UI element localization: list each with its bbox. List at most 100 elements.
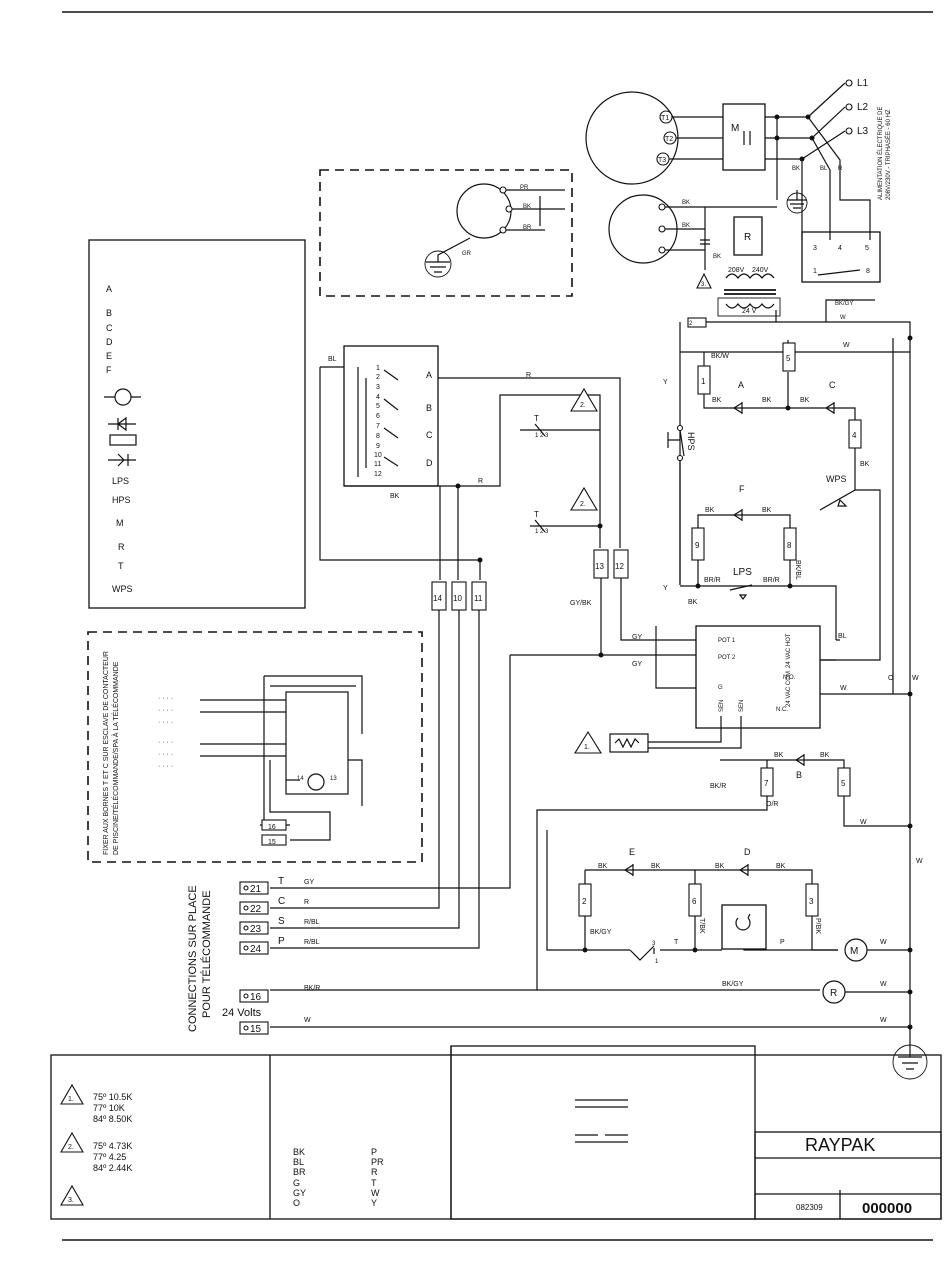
svg-text:9: 9 [695,541,700,550]
svg-text:BK: BK [651,863,661,870]
svg-text:75º 10.5K: 75º 10.5K [93,1092,132,1102]
svg-text:W: W [304,1017,311,1024]
svg-text:7: 7 [764,779,769,788]
svg-text:T: T [674,939,679,946]
sensor-thermistor [609,733,649,753]
svg-text:BR: BR [523,225,532,231]
svg-text:5: 5 [376,403,380,410]
legend-relay-icon [109,434,137,446]
svg-text:5: 5 [865,245,869,252]
diode-d [738,863,749,877]
svg-text:P: P [371,1147,377,1157]
diode-f [732,508,743,522]
svg-text:T/BK: T/BK [698,918,705,934]
svg-text:E: E [629,847,635,857]
svg-text:B: B [106,308,112,318]
svg-text:SEN: SEN [739,700,745,712]
svg-text:M: M [116,518,124,528]
diode-a [732,401,743,415]
legend-led-icon [108,416,136,432]
svg-text:C: C [278,896,285,907]
svg-text:T: T [118,561,124,571]
svg-text:14: 14 [433,594,442,603]
svg-text:1: 1 [701,377,706,386]
svg-text:1 2 3: 1 2 3 [535,433,549,439]
svg-text:N.C.: N.C. [776,707,788,713]
field-connections-2: POUR TÉLÉCOMMANDE [200,890,213,1018]
contactor-m [722,103,766,171]
svg-text:7: 7 [376,423,380,430]
svg-text:C: C [106,323,113,333]
svg-text:BK: BK [715,863,725,870]
svg-text:BL: BL [328,356,337,363]
svg-text:2: 2 [689,321,693,327]
brand-name: RAYPAK [805,1135,875,1155]
svg-text:BK/GY: BK/GY [835,301,853,307]
remote-dashed-box [87,631,423,863]
svg-text:15: 15 [250,1024,262,1035]
svg-text:R: R [830,988,837,999]
svg-text:· · · ·: · · · · [158,739,173,746]
controller-board [695,625,821,729]
svg-text:11: 11 [374,461,381,468]
relay-boxes: 13 12 14 10 11 [431,549,629,611]
svg-text:T: T [278,876,284,887]
svg-text:· · · ·: · · · · [158,707,173,714]
svg-text:GY: GY [293,1188,306,1198]
svg-text:F: F [106,365,112,375]
svg-text:C: C [829,380,836,390]
svg-text:HPS: HPS [686,432,696,451]
svg-text:77º 4.25: 77º 4.25 [93,1152,126,1162]
svg-text:BK: BK [776,863,786,870]
transformer-208: 208V [728,267,745,274]
svg-text:13: 13 [595,562,604,571]
svg-text:P: P [780,939,785,946]
svg-text:PR: PR [520,185,529,191]
svg-text:R: R [838,166,843,172]
svg-text:R: R [118,542,125,552]
svg-text:R/BL: R/BL [304,919,320,926]
svg-text:5: 5 [841,779,846,788]
svg-text:4: 4 [376,394,380,401]
svg-text:WPS: WPS [826,474,847,484]
svg-text:1: 1 [813,268,817,275]
svg-text:84º 8.50K: 84º 8.50K [93,1114,132,1124]
remote-note-1: FIXER AUX BORNES T ET C SUR ESCLAVE DE C… [103,651,110,855]
svg-text:GY: GY [632,634,642,641]
svg-text:12: 12 [374,471,382,478]
switch-a: A [426,370,432,380]
svg-text:· · · ·: · · · · [158,719,173,726]
svg-text:WPS: WPS [112,584,133,594]
svg-text:11: 11 [474,594,483,603]
terminal-21: 21 T GY [239,876,314,895]
relay-r [733,216,763,256]
svg-text:9: 9 [376,443,380,450]
svg-text:BK: BK [598,863,608,870]
wire-color-code: BK BL BR G GY O P PR R T W Y [293,1147,384,1208]
svg-text:BK/R: BK/R [710,783,726,790]
svg-text:G: G [293,1178,300,1188]
svg-text:BK: BK [523,204,531,210]
svg-text:BR: BR [293,1167,306,1177]
drawing-number: 000000 [862,1200,912,1217]
svg-text:GY: GY [304,879,314,886]
svg-text:23: 23 [250,924,262,935]
svg-text:10: 10 [453,594,462,603]
line-l3: L3 [857,126,869,137]
svg-text:16: 16 [268,824,276,831]
svg-text:· · · ·: · · · · [158,751,173,758]
svg-text:· · · ·: · · · · [158,695,173,702]
terminal-16: 16 BK/R [239,985,320,1003]
svg-text:E: E [106,351,112,361]
svg-text:BL: BL [820,166,828,172]
svg-text:T1: T1 [661,115,669,122]
svg-text:77º 10K: 77º 10K [93,1103,125,1113]
svg-text:15: 15 [268,839,276,846]
svg-text:BR/R: BR/R [704,577,721,584]
terminal-block [801,231,881,283]
svg-text:6: 6 [376,413,380,420]
svg-text:3.: 3. [701,282,706,288]
diode-c [824,401,835,415]
remote-note-2: DE PISCINE/TÉLÉCOMMANDE/SPA À LA TÉLÉCOM… [111,661,120,855]
